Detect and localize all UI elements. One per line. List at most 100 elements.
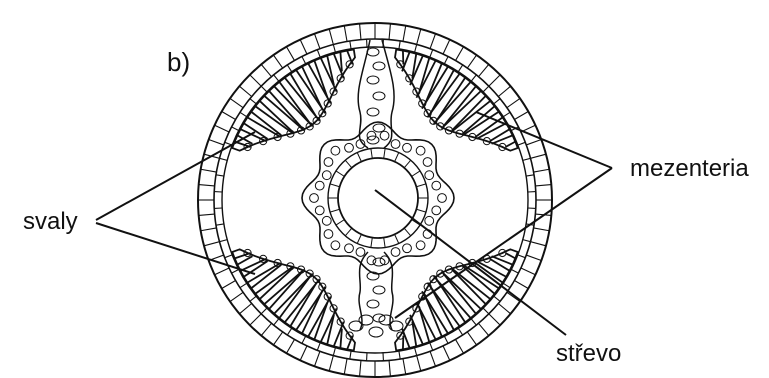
wall-cell-divider [232, 269, 239, 273]
gut-cell [315, 206, 324, 215]
epidermis-cell-divider [204, 242, 219, 246]
epidermis-cell-divider [287, 339, 295, 353]
gut-cell-divider [416, 209, 426, 212]
epidermis-cell-divider [261, 64, 271, 76]
epidermis-cell-divider [389, 360, 390, 376]
wall-cell-divider [274, 75, 279, 81]
epidermis-cell-divider [261, 323, 271, 335]
wall-cell-divider [399, 351, 400, 359]
epidermis-cell-divider [498, 86, 510, 96]
wall-cell-divider [333, 348, 335, 356]
epidermis-cell-divider [443, 40, 450, 55]
epidermis-cell-divider [344, 359, 347, 375]
wall-cell-divider [483, 308, 489, 314]
wall-cell-divider [225, 255, 232, 258]
mesentery-cell [367, 48, 379, 56]
epidermis-cell-divider [456, 339, 464, 353]
gut-cell-divider [404, 228, 411, 236]
epidermis-cell-divider [534, 228, 550, 231]
epidermis-cell-divider [329, 356, 333, 371]
gut-cell-divider [357, 234, 361, 243]
gut-cell [432, 181, 441, 190]
epidermis-cell-divider [300, 40, 307, 55]
wall-cell-divider [302, 57, 306, 64]
gut-cell-divider [371, 238, 372, 248]
wall-cell-divider [216, 224, 224, 225]
muscle-striation [505, 253, 515, 258]
gut-cell [380, 131, 389, 140]
gut-cell-divider [395, 153, 399, 162]
svaly-pointer-upper [96, 132, 255, 220]
epidermis-cell-divider [514, 112, 528, 120]
epidermis-cell-divider [443, 346, 450, 361]
epidermis-cell-divider [360, 360, 361, 376]
epidermis-cell-divider [239, 303, 251, 313]
wall-cell-divider [250, 296, 256, 301]
wall-cell-divider [302, 336, 306, 343]
epidermis-cell-divider [417, 29, 421, 44]
gut-cell-divider [345, 228, 352, 236]
epidermis-cell-divider [456, 47, 464, 61]
epidermis-cell-divider [222, 112, 236, 120]
muscle-striation [492, 135, 513, 143]
wall-cell-divider [444, 57, 448, 64]
gut-cell-divider [416, 184, 426, 187]
wall-cell-divider [430, 343, 433, 350]
gut-cell [423, 158, 432, 167]
gut-cell [324, 230, 333, 239]
gut-cell [356, 248, 365, 257]
epidermis-cell-divider [215, 125, 230, 132]
epidermis-cell-divider [531, 242, 546, 246]
gut-cell [324, 158, 333, 167]
gut-cell [432, 206, 441, 215]
epidermis-cell-divider [250, 75, 261, 86]
wall-cell-divider [240, 112, 247, 116]
gut-inner-wall [328, 148, 428, 248]
gut-cell [416, 146, 425, 155]
gut-cell [310, 194, 319, 203]
wall-cell-divider [415, 348, 417, 356]
wall-cell-divider [399, 41, 400, 49]
epidermis-cell-divider [478, 323, 488, 335]
wall-cell-divider [415, 44, 417, 52]
mesentery-cell [373, 62, 385, 70]
wall-cell-divider [494, 296, 500, 301]
wall-cell-divider [444, 336, 448, 343]
gut-cell [345, 143, 354, 152]
gut-cell [331, 146, 340, 155]
epidermis-cell-divider [329, 29, 333, 44]
wall-cell-divider [317, 50, 320, 57]
wall-cell-divider [261, 308, 267, 314]
gut-cell-divider [336, 171, 344, 176]
gut-cell-divider [384, 149, 385, 159]
wall-cell-divider [430, 50, 433, 57]
gut-cell [425, 171, 434, 180]
wall-cell-divider [526, 175, 534, 176]
gut-cell [331, 241, 340, 250]
epidermis-cell-divider [209, 139, 224, 144]
gut-cell [403, 244, 412, 253]
gut-lumen [338, 158, 418, 238]
mesenteries [349, 40, 403, 337]
gut-cell [403, 143, 412, 152]
epidermis-cell-divider [273, 332, 282, 345]
muscle-striation [264, 270, 304, 305]
epidermis-cell-divider [230, 98, 243, 107]
wall-cell-divider [287, 328, 291, 335]
gut-cell-divider [330, 184, 340, 187]
gut-cell [425, 216, 434, 225]
muscle-striation [347, 336, 353, 350]
gut-cell-divider [330, 209, 340, 212]
wall-cell-divider [274, 319, 279, 325]
epidermis-cell-divider [521, 268, 536, 275]
muscle-striation [347, 51, 353, 65]
strevo-pointer [375, 190, 566, 335]
epidermis-cell-divider [467, 55, 476, 68]
wall-cell-divider [250, 99, 256, 104]
wall-cell-divider [471, 319, 476, 325]
epidermis-cell-divider [478, 64, 488, 76]
gut-cell-divider [357, 153, 361, 162]
gut-cell-divider [395, 234, 399, 243]
epidermis-cell-divider [389, 24, 390, 40]
